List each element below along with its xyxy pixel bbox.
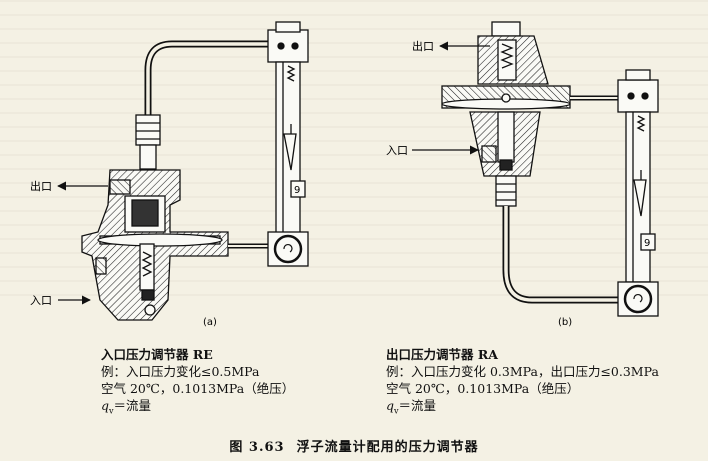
inlet-label-b: 入口 [386,144,408,157]
figure-title: 浮子流量计配用的压力调节器 [296,440,479,455]
qv-subscript: v [394,406,399,416]
panel-label-b: (b) [558,317,572,328]
outlet-label-a: 出口 [30,179,52,193]
caption-a-title: 入口压力调节器 RE [101,347,213,362]
regulator-re-body [81,169,229,321]
regulator-ra-body [441,21,571,177]
outlet-label-b: 出口 [412,39,434,53]
qv-definition: ＝流量 [113,398,152,413]
caption-a-example: 例：入口压力变化≤0.5MPa [101,364,260,379]
qv-symbol: q [386,398,395,413]
inlet-label-a: 入口 [30,294,52,307]
figure-caption: 图 3.63 浮子流量计配用的压力调节器 [0,436,708,455]
scale-mark-b: 9 [644,238,650,249]
caption-b-conditions: 空气 20℃，0.1013MPa（绝压） [386,381,580,396]
qv-subscript: v [109,406,114,416]
qv-symbol: q [101,398,110,413]
qv-definition: ＝流量 [398,398,437,413]
caption-a: 入口压力调节器 RE 例：入口压力变化≤0.5MPa 空气 20℃，0.1013… [101,346,294,420]
flowmeter-b [617,69,659,317]
caption-b-flow-definition: qv＝流量 [386,397,659,420]
figure-number: 图 3.63 [229,440,285,455]
caption-a-flow-definition: qv＝流量 [101,397,294,420]
caption-b-example: 例：入口压力变化 0.3MPa，出口压力≤0.3MPa [386,364,659,379]
regulator-ra-diagram [412,21,659,317]
regulator-re-diagram [57,21,309,321]
scale-mark-a: 9 [294,185,300,196]
panel-label-a: (a) [203,317,217,328]
caption-a-conditions: 空气 20℃，0.1013MPa（绝压） [101,381,295,396]
flowmeter-a [267,21,309,267]
caption-b-title: 出口压力调节器 RA [386,347,498,362]
caption-b: 出口压力调节器 RA 例：入口压力变化 0.3MPa，出口压力≤0.3MPa 空… [386,346,659,420]
